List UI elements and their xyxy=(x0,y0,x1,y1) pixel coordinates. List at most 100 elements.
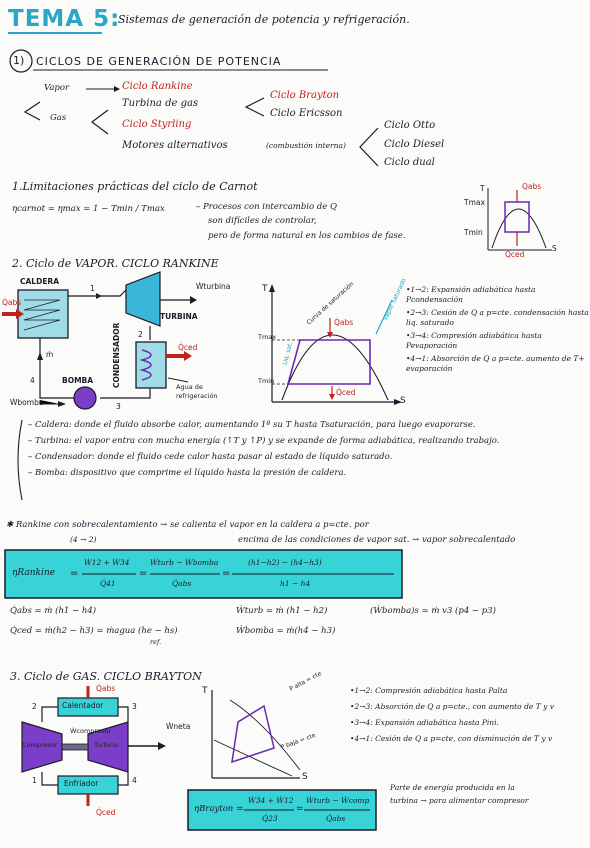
label-otto: Ciclo Otto xyxy=(384,120,436,131)
label-combustion: (combustión interna) xyxy=(266,141,346,150)
sobre-tag: (4 → 2) xyxy=(70,535,97,544)
bomba-shape xyxy=(73,386,97,410)
label-condensador: CONDENSADOR xyxy=(112,322,121,388)
label-diesel: Ciclo Diesel xyxy=(384,139,445,150)
label-ericsson: Ciclo Ericsson xyxy=(270,108,343,119)
label-brayton: Ciclo Brayton xyxy=(270,90,340,101)
brayton-node-4: 4 xyxy=(132,776,137,785)
bracket-gas xyxy=(91,109,109,135)
brayton-note-2: turbina → para alimentar compresor xyxy=(390,796,529,805)
label-agua-refrig: Agua de refrigeración xyxy=(176,383,218,400)
brayton-qced: Q̇ced xyxy=(96,808,116,817)
eq-rankine-eq3: = xyxy=(222,568,231,579)
rankine-steps: •1→2: Expansión adiabática hasta Pconden… xyxy=(406,285,590,374)
section-number-circle xyxy=(9,49,33,73)
carnot-s-axis: S xyxy=(552,244,557,253)
rankine-step-3: •3→4: Compresión adiabática hasta Pevapo… xyxy=(406,331,542,350)
eq-rankine-eq1: = xyxy=(70,568,79,579)
component-turbina: – Turbina: el vapor entra con mucha ener… xyxy=(28,436,500,446)
eq-rankine-f1-den: Q̇41 xyxy=(100,579,116,588)
brayton-step-2: •2→3: Absorción de Q a p=cte., con aumen… xyxy=(350,702,554,711)
label-caldera: CALDERA xyxy=(20,277,60,286)
brayton-qabs: Q̇abs xyxy=(96,684,116,693)
label-mdot: ṁ xyxy=(46,350,54,359)
node-3: 3 xyxy=(116,402,121,411)
rankine-t-axis: T xyxy=(262,284,268,294)
eq-rankine-f3-den: h1 − h4 xyxy=(280,579,311,588)
rankine-tmax: Tmax xyxy=(258,333,277,341)
node-2: 2 xyxy=(138,330,143,339)
eq-qced-ref: ref. xyxy=(150,638,162,646)
brayton-step-3: •3→4: Expansión adiabática hasta Pini. xyxy=(350,718,499,727)
label-motores: Motores alternativos xyxy=(122,140,228,151)
label-turbina: TURBINA xyxy=(160,312,198,321)
page-title: TEMA 5: xyxy=(8,6,121,32)
label-wturbina: Ẇturbina xyxy=(196,282,231,291)
node-1: 1 xyxy=(90,284,95,293)
label-gas: Gas xyxy=(50,113,67,123)
label-turbina-gas: Turbina de gas xyxy=(122,98,199,109)
caldera-box xyxy=(17,289,69,339)
carnot-tmin: Tmin xyxy=(464,228,483,237)
brayton-node-3: 3 xyxy=(132,702,137,711)
rankine-step-4: •4→1: Absorción de Q a p=cte. aumento de… xyxy=(406,354,585,373)
carnot-tmax: Tmax xyxy=(464,198,485,207)
label-bomba: BOMBA xyxy=(62,376,94,385)
label-stirling: Ciclo Styrling xyxy=(122,119,192,130)
rankine-s-axis: S xyxy=(400,396,406,406)
limitaciones-heading: 1.Limitaciones prácticas del ciclo de Ca… xyxy=(12,180,258,193)
limitaciones-note-3: pero de forma natural en los cambios de … xyxy=(208,231,406,241)
eq-qabs: Q̇abs = ṁ (h1 − h4) xyxy=(10,606,97,616)
label-wbomba: Ẇbomba xyxy=(10,398,44,407)
bracket-motores xyxy=(359,127,379,167)
label-qabs: Q̇abs xyxy=(2,298,22,307)
eq-brayton-f2-den: Q̇abs xyxy=(326,814,346,823)
carnot-ts-diagram xyxy=(487,188,552,251)
eq-rankine-lhs: ηRankine xyxy=(12,568,55,578)
rankine-ts-qced: Q̇ced xyxy=(336,388,356,397)
carnot-formula: ηcarnot = ηmax = 1 − Tmin / Tmax xyxy=(12,204,165,214)
component-bomba: – Bomba: dispositivo que comprime el líq… xyxy=(28,468,347,478)
brayton-node-1: 1 xyxy=(32,776,37,785)
node-4: 4 xyxy=(30,376,35,385)
limitaciones-note-2: son difíciles de controlar, xyxy=(208,216,317,226)
rankine-ts-diagram xyxy=(269,284,402,405)
rankine-step-1: •1→2: Expansión adiabática hasta Pconden… xyxy=(406,285,536,304)
brayton-heading: 3. Ciclo de GAS. CICLO BRAYTON xyxy=(10,670,202,683)
turbina-shape xyxy=(125,271,161,327)
rankine-tmin: Tmin xyxy=(258,377,275,385)
carnot-t-axis: T xyxy=(480,184,485,193)
label-compresor: Compresor xyxy=(22,741,58,749)
label-calentador: Calentador xyxy=(62,701,104,710)
eq-brayton-eq1: = xyxy=(236,804,244,814)
bracket-turbina xyxy=(244,97,265,117)
rankine-heading: 2. Ciclo de VAPOR. CICLO RANKINE xyxy=(12,257,219,270)
compresor-shape xyxy=(21,721,63,773)
eq-rankine-f3-num: (h1−h2) − (h4−h3) xyxy=(248,558,322,567)
eq-rankine-f1-num: Ẇ12 + Ẇ34 xyxy=(84,558,130,567)
component-condensador: – Condensador: donde el fluido cede calo… xyxy=(28,452,393,462)
brayton-s-axis: S xyxy=(302,772,308,782)
rankine-plant xyxy=(2,271,197,410)
brayton-step-1: •1→2: Compresión adiabática hasta Palta xyxy=(350,686,508,695)
label-qced: Q̇ced xyxy=(178,343,198,352)
brayton-ts-diagram xyxy=(211,690,301,779)
components-bracket xyxy=(17,419,23,501)
label-vapor: Vapor xyxy=(44,83,70,93)
brayton-plant xyxy=(21,686,166,806)
label-wcompresor: Ẇcompresor xyxy=(70,727,111,735)
eq-brayton-f1-den: Q̇23 xyxy=(262,814,278,823)
section1-number: 1) xyxy=(13,54,25,67)
eq-wbomba: Ẇbomba = ṁ(h4 − h3) xyxy=(236,626,336,636)
page-subtitle: Sistemas de generación de potencia y ref… xyxy=(118,13,410,26)
label-dual: Ciclo dual xyxy=(384,157,435,168)
eq-rankine-eq2: = xyxy=(139,568,148,579)
limitaciones-note-1: – Procesos con intercambio de Q xyxy=(196,202,337,212)
section1-heading: CICLOS DE GENERACIÓN DE POTENCIA xyxy=(36,55,282,68)
carnot-qabs: Qabs xyxy=(522,182,542,191)
sobre-line-2: encima de las condiciones de vapor sat. … xyxy=(238,535,516,545)
eq-brayton-f1-num: Ẇ34 + Ẇ12 xyxy=(248,796,294,805)
bracket-main xyxy=(23,101,41,121)
brayton-t-axis: T xyxy=(202,686,208,696)
eq-wbomba-s: (Ẇbomba)s = ṁ v3 (p4 − p3) xyxy=(370,606,496,616)
